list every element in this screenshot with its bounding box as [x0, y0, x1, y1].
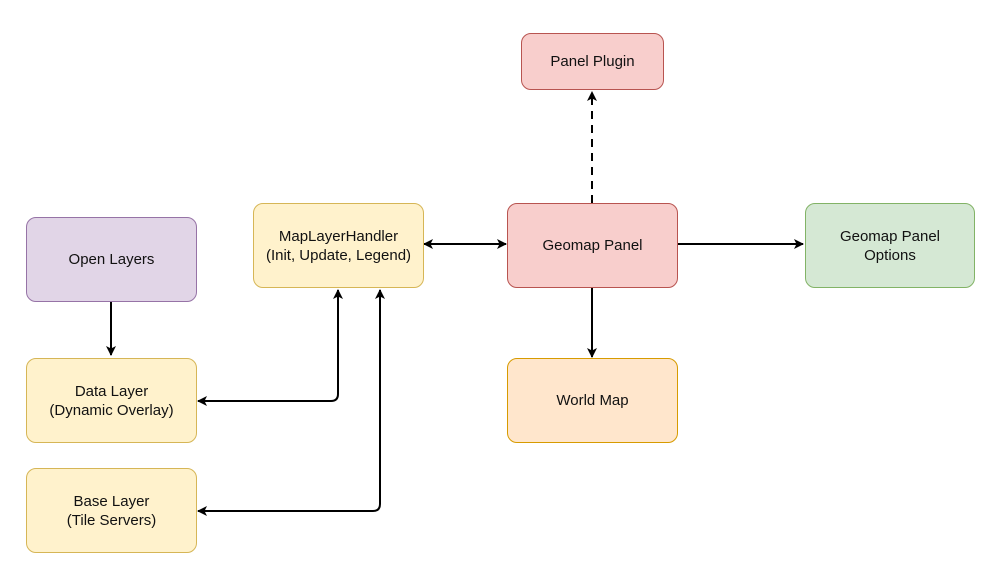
node-map-layer-handler: MapLayerHandler (Init, Update, Legend)	[253, 203, 424, 288]
node-panel-plugin: Panel Plugin	[521, 33, 664, 90]
node-open-layers: Open Layers	[26, 217, 197, 302]
node-world-map: World Map	[507, 358, 678, 443]
edge-map-layer-handler-base-layer	[197, 289, 385, 516]
node-base-layer: Base Layer (Tile Servers)	[26, 468, 197, 553]
node-data-layer: Data Layer (Dynamic Overlay)	[26, 358, 197, 443]
node-geomap-panel: Geomap Panel	[507, 203, 678, 288]
node-geomap-panel-options: Geomap Panel Options	[805, 203, 975, 288]
edge-map-layer-handler-data-layer	[197, 289, 343, 406]
